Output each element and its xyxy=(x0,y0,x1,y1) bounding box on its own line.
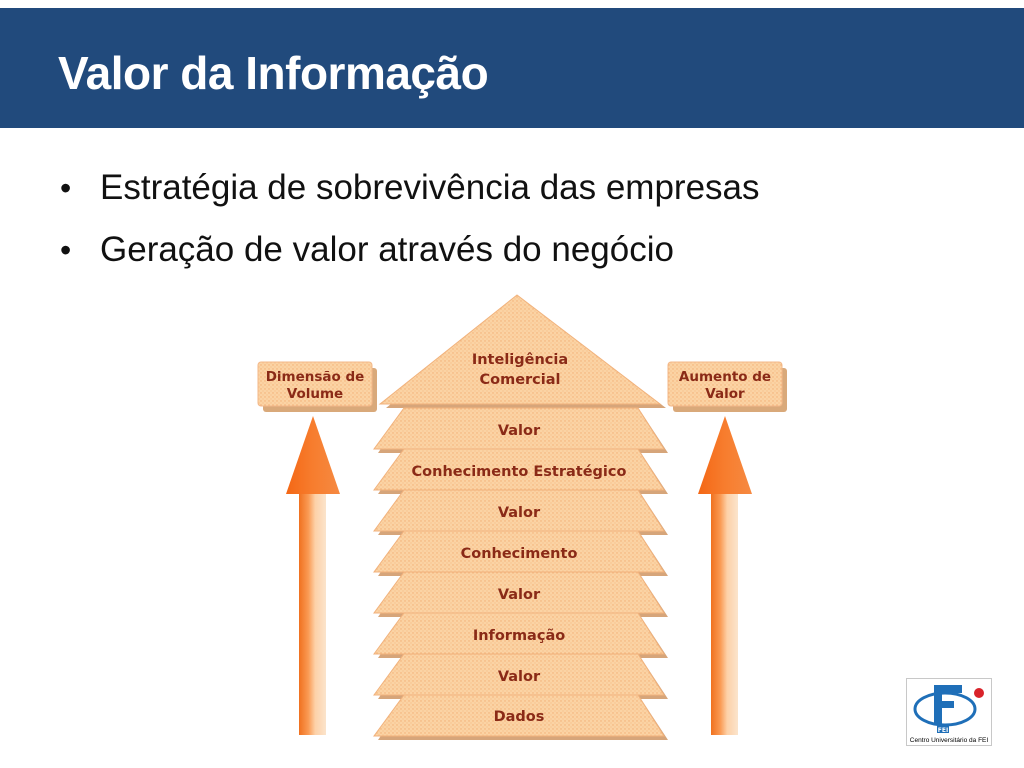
logo-caption: Centro Universitário da FEI xyxy=(909,737,989,744)
pyramid-layer: Conhecimento xyxy=(373,530,668,576)
title-bar: Valor da Informação xyxy=(0,8,1024,128)
bullet-list: • Estratégia de sobrevivência das empres… xyxy=(60,160,760,284)
layer-label: Conhecimento xyxy=(461,546,578,562)
left-box-line-1: Dimensão de xyxy=(266,369,365,385)
pyramid-layer: Valor xyxy=(373,407,668,453)
right-box-line-2: Valor xyxy=(705,386,745,402)
layer-label: Conhecimento Estratégico xyxy=(412,464,627,480)
bullet-item: • Geração de valor através do negócio xyxy=(60,222,760,284)
slide-title: Valor da Informação xyxy=(58,47,489,99)
layer-label: Valor xyxy=(498,423,541,439)
pyramid-layer: Valor xyxy=(373,571,668,617)
layer-label: Valor xyxy=(498,505,541,521)
pyramid-apex: Inteligência Comercial xyxy=(378,294,666,408)
pyramid-layer: Conhecimento Estratégico xyxy=(373,448,668,494)
bullet-text: Geração de valor através do negócio xyxy=(100,230,674,269)
fei-logo-icon: FEI xyxy=(913,685,984,734)
layer-label: Informação xyxy=(473,628,565,644)
apex-label-line-1: Inteligência xyxy=(472,352,568,368)
layer-label: Valor xyxy=(498,587,541,603)
bullet-dot-icon: • xyxy=(60,232,72,268)
layer-label: Valor xyxy=(498,669,541,685)
left-up-arrow-icon xyxy=(286,416,340,735)
svg-text:FEI: FEI xyxy=(938,727,948,734)
pyramid-layer: Valor xyxy=(373,653,668,699)
bullet-dot-icon: • xyxy=(60,170,72,206)
pyramid-layer: Informação xyxy=(373,612,668,658)
left-dimension-box: Dimensão de Volume xyxy=(257,361,377,412)
left-box-line-2: Volume xyxy=(287,386,343,402)
bullet-text: Estratégia de sobrevivência das empresas xyxy=(100,168,760,207)
right-value-box: Aumento de Valor xyxy=(667,361,787,412)
pyramid-layer: Dados xyxy=(373,694,668,740)
right-box-line-1: Aumento de xyxy=(679,369,771,385)
layer-label: Dados xyxy=(494,709,545,725)
bullet-item: • Estratégia de sobrevivência das empres… xyxy=(60,160,760,222)
fei-logo: FEI Centro Universitário da FEI xyxy=(906,678,992,746)
apex-label-line-2: Comercial xyxy=(479,372,560,388)
right-up-arrow-icon xyxy=(698,416,752,735)
pyramid-layer: Valor xyxy=(373,489,668,535)
